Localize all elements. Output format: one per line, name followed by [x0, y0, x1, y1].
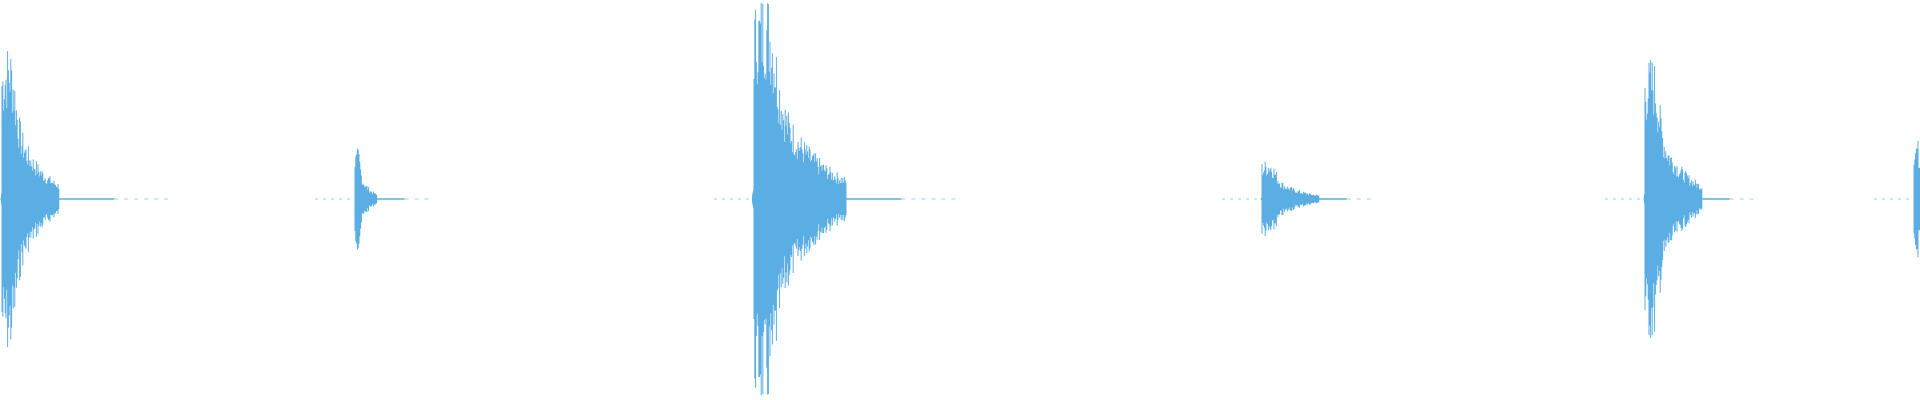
waveform-burst	[1605, 60, 1758, 338]
burst-core	[0, 181, 25, 217]
waveform-burst	[0, 51, 170, 347]
waveform-burst	[1222, 161, 1375, 237]
waveform-burst	[1874, 140, 1920, 258]
burst-core	[1643, 182, 1668, 216]
burst-core	[1913, 191, 1920, 207]
burst-core	[1260, 194, 1285, 204]
burst-core	[751, 175, 790, 223]
burst-core	[354, 193, 364, 205]
waveform-burst	[714, 2, 957, 396]
waveform-burst	[315, 148, 432, 250]
